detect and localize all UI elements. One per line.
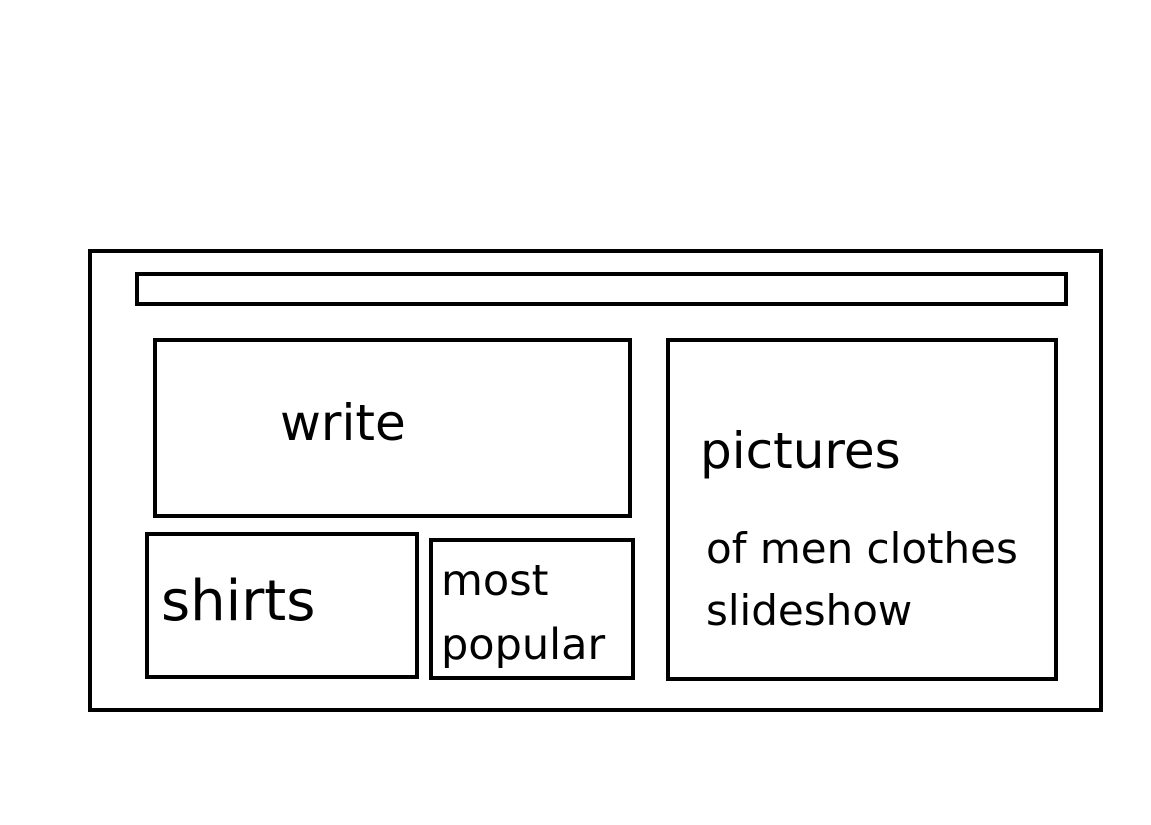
top-bar (135, 272, 1068, 306)
most-popular-label-line-2: popular (441, 620, 606, 670)
shirts-label: shirts (161, 569, 316, 634)
most-popular-label-line-1: most (441, 556, 549, 606)
pictures-title: pictures (700, 422, 901, 480)
most-popular-section[interactable]: most popular (429, 538, 635, 680)
pictures-description-line-2: slideshow (706, 586, 913, 635)
write-section: write (153, 338, 632, 518)
pictures-description-line-1: of men clothes (706, 524, 1018, 573)
pictures-slideshow-section: pictures of men clothes slideshow (666, 338, 1058, 681)
write-label: write (280, 394, 406, 452)
shirts-section[interactable]: shirts (145, 532, 419, 679)
page-frame (88, 249, 1103, 712)
